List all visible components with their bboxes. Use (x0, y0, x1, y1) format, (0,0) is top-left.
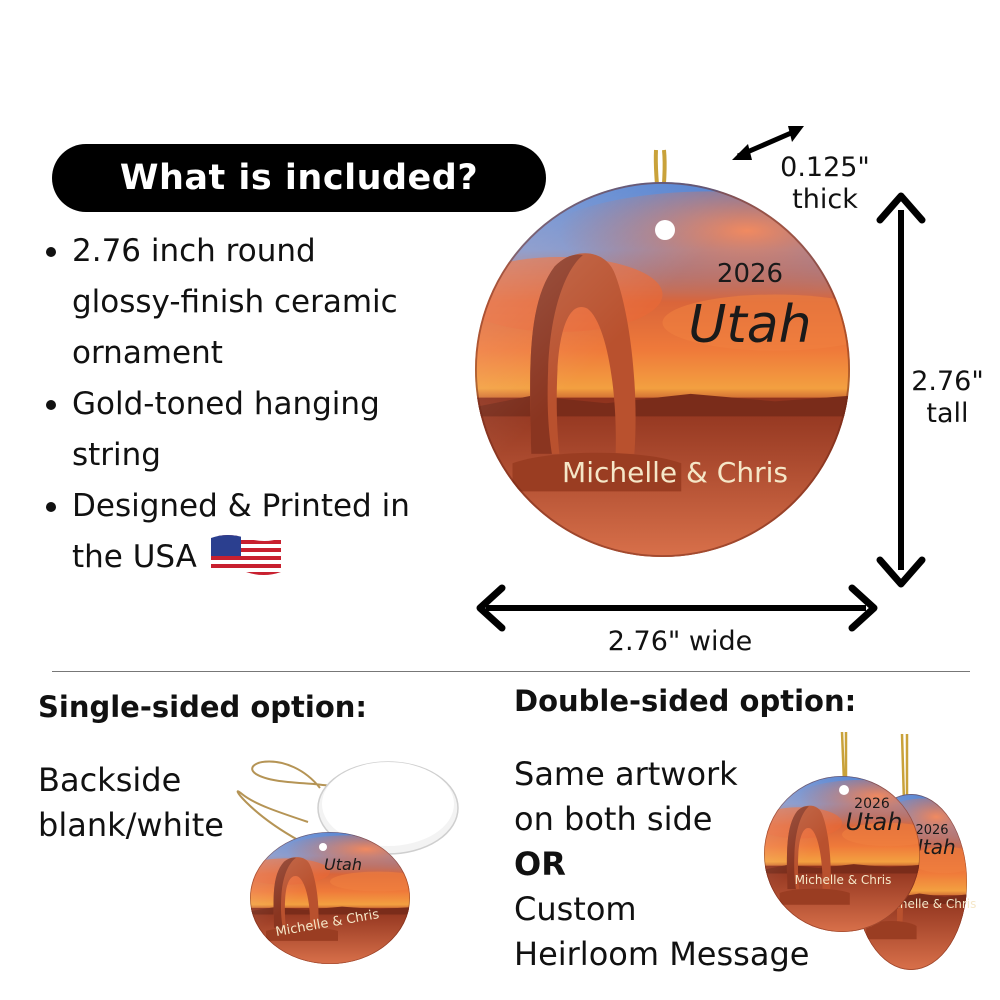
us-flag-icon (210, 534, 281, 575)
hanging-hole (655, 220, 675, 240)
section-divider (52, 671, 970, 672)
thickness-arrow (732, 126, 804, 160)
single-sided-description: Backside blank/white (38, 761, 224, 844)
feature-item: Gold-toned hanging string (42, 379, 422, 481)
svg-text:Utah: Utah (846, 808, 903, 836)
feature-item: 2.76 inch round glossy-finish ceramic or… (42, 226, 422, 379)
ornament-disc (460, 182, 897, 557)
feature-item: Designed & Printed in the USA (42, 481, 422, 583)
ornament-names: Michelle & Chris (562, 456, 788, 489)
section-header-pill: What is included? (52, 144, 546, 212)
thickness-label: 0.125" thick (780, 152, 870, 215)
ornament-diagram: 2026 Utah Michelle & Chris (460, 126, 926, 632)
svg-text:2026: 2026 (915, 823, 948, 838)
double-sided-description: Same artwork on both side OR Custom Heir… (514, 755, 810, 973)
height-label: 2.76" tall (911, 366, 984, 429)
svg-text:2026: 2026 (854, 796, 890, 812)
ornament-place: Utah (688, 295, 811, 355)
double-sided-ornaments: 2026 Utah Michelle & Chris 2026 Utah Mic… (760, 732, 985, 972)
double-sided-title: Double-sided option: (514, 684, 857, 718)
ornament-year: 2026 (717, 259, 783, 289)
svg-text:Michelle & Chris: Michelle & Chris (795, 873, 892, 887)
width-label: 2.76" wide (607, 626, 753, 657)
header-title: What is included? (119, 158, 479, 198)
single-sided-ornaments: Utah Michelle & Chris (236, 760, 459, 977)
width-arrow (476, 584, 878, 632)
svg-text:Utah: Utah (324, 855, 362, 874)
height-arrow (876, 192, 926, 588)
single-sided-title: Single-sided option: (38, 690, 368, 724)
feature-list: 2.76 inch round glossy-finish ceramic or… (42, 226, 422, 583)
